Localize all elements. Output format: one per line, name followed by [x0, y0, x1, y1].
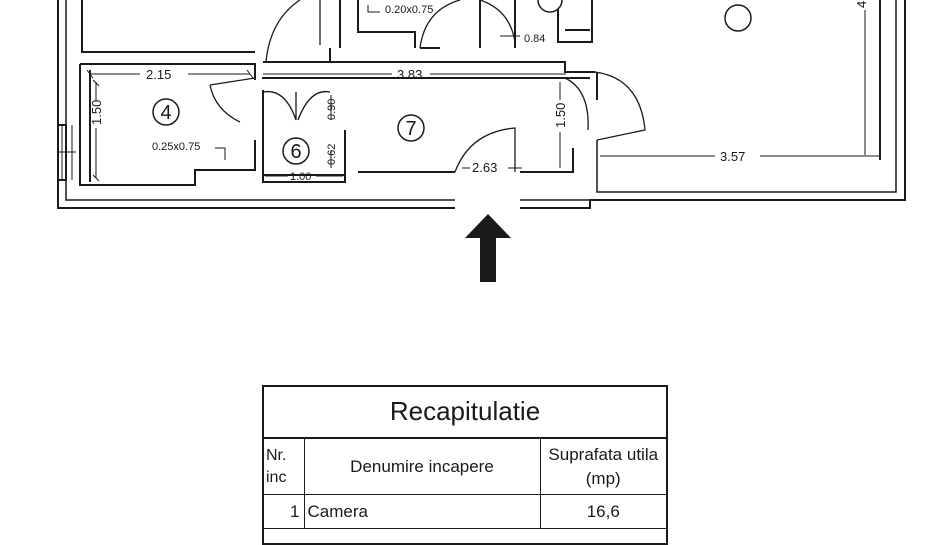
- dim-215: 2.15: [146, 67, 171, 82]
- doors: [209, 0, 646, 173]
- header-name: Denumire incapere: [303, 439, 541, 495]
- dimension-lines: [86, 5, 880, 182]
- dim-100: 1.00: [290, 171, 311, 183]
- room-6-number: 6: [290, 141, 301, 163]
- entrance-arrow-icon: [465, 214, 511, 282]
- dim-062: 0.62: [326, 144, 338, 165]
- recap-header-row: Nr. inc Denumire incapere Suprafata util…: [264, 439, 666, 495]
- dim-263: 2.63: [472, 160, 497, 175]
- dim-025x075: 0.25x0.75: [152, 141, 200, 153]
- dim-right-partial: 4: [854, 1, 869, 8]
- walls: [57, 0, 906, 209]
- table-row: 1 Camera 16,6: [264, 494, 666, 529]
- row-name: Camera: [303, 494, 541, 529]
- dim-084: 0.84: [524, 33, 545, 45]
- room-labels: 4 6 7: [152, 0, 752, 165]
- room-6-marker: 6: [282, 137, 310, 165]
- dim-090: 0.90: [326, 99, 338, 120]
- dim-150-left: 1.50: [89, 100, 104, 125]
- recap-title: Recapitulatie: [264, 387, 666, 439]
- room-7-marker: 7: [397, 114, 425, 142]
- floor-plan: 4 6 7 0.20x0.75 0.84 2.15 3.83 1.50 0.25…: [57, 0, 906, 282]
- dim-357: 3.57: [720, 149, 745, 164]
- row-area: 16,6: [539, 494, 666, 529]
- room-7-number: 7: [405, 118, 416, 140]
- room-partial-right-marker: [724, 4, 752, 32]
- dimension-texts: 0.20x0.75 0.84 2.15 3.83 1.50 0.25x0.75 …: [89, 1, 869, 183]
- recap-table-panel: Recapitulatie Nr. inc Denumire incapere …: [262, 385, 668, 545]
- dim-020x075: 0.20x0.75: [385, 4, 433, 16]
- header-area: Suprafata utila (mp): [539, 439, 666, 495]
- dim-383: 3.83: [397, 67, 422, 82]
- dim-150-mid: 1.50: [553, 103, 568, 128]
- recap-table: Nr. inc Denumire incapere Suprafata util…: [264, 439, 666, 529]
- room-partial-top-marker: [537, 0, 563, 13]
- row-nr: 1: [264, 494, 305, 529]
- room-4-number: 4: [160, 102, 171, 124]
- header-nr: Nr. inc: [264, 439, 305, 495]
- room-4-marker: 4: [152, 98, 180, 126]
